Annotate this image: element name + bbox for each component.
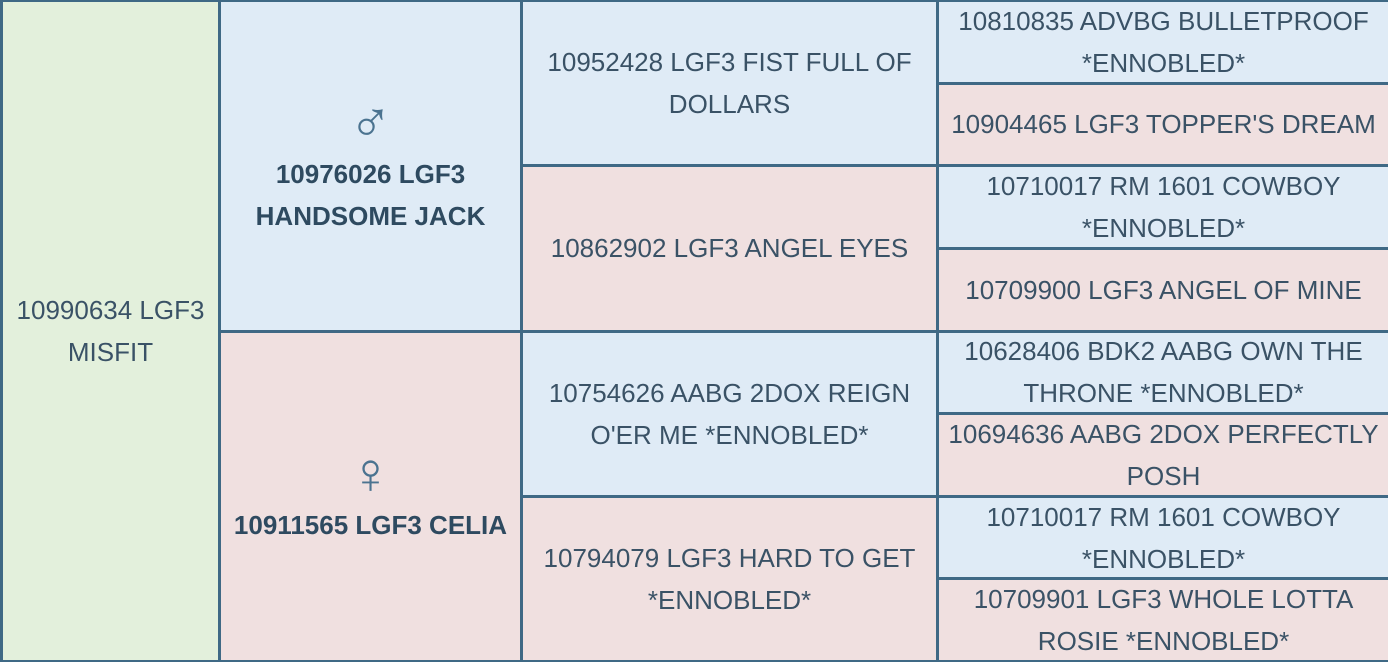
dam-cell: ♀ 10911565 LGF3 CELIA bbox=[221, 332, 520, 660]
grandparent-dam-sire: 10754626 AABG 2DOX REIGN O'ER ME *ENNOBL… bbox=[523, 332, 936, 495]
grandparent-name: 10794079 LGF3 HARD TO GET *ENNOBLED* bbox=[543, 542, 916, 615]
great-grandparent-name: 10694636 AABG 2DOX PERFECTLY POSH bbox=[948, 418, 1379, 491]
great-grandparent-cell: 10694636 AABG 2DOX PERFECTLY POSH bbox=[939, 415, 1388, 495]
great-grandparent-name: 10710017 RM 1601 COWBOY *ENNOBLED* bbox=[986, 171, 1341, 244]
great-grandparent-cell: 10810835 ADVBG BULLETPROOF *ENNOBLED* bbox=[939, 2, 1388, 82]
great-grandparent-cell: 10710017 RM 1601 COWBOY *ENNOBLED* bbox=[939, 497, 1388, 578]
great-grandparent-cell: 10710017 RM 1601 COWBOY *ENNOBLED* bbox=[939, 167, 1388, 247]
grandparent-dam-dam: 10794079 LGF3 HARD TO GET *ENNOBLED* bbox=[523, 497, 936, 660]
great-grandparent-name: 10710017 RM 1601 COWBOY *ENNOBLED* bbox=[986, 501, 1341, 574]
great-grandparent-name: 10628406 BDK2 AABG OWN THE THRONE *ENNOB… bbox=[964, 336, 1363, 409]
dam-name: 10911565 LGF3 CELIA bbox=[233, 510, 508, 541]
sire-name: 10976026 LGF3 HANDSOME JACK bbox=[255, 158, 486, 231]
grandparent-name: 10952428 LGF3 FIST FULL OF DOLLARS bbox=[547, 47, 912, 120]
grandparent-name: 10862902 LGF3 ANGEL EYES bbox=[550, 233, 909, 264]
great-grandparent-name: 10709901 LGF3 WHOLE LOTTA ROSIE *ENNOBLE… bbox=[973, 584, 1354, 657]
male-icon: ♂ bbox=[348, 89, 393, 155]
grandparent-name: 10754626 AABG 2DOX REIGN O'ER ME *ENNOBL… bbox=[548, 377, 911, 450]
great-grandparent-cell: 10904465 LGF3 TOPPER'S DREAM bbox=[939, 84, 1388, 165]
grandparent-sire-sire: 10952428 LGF3 FIST FULL OF DOLLARS bbox=[523, 2, 936, 165]
female-icon: ♀ bbox=[348, 441, 393, 507]
great-grandparent-name: 10904465 LGF3 TOPPER'S DREAM bbox=[951, 109, 1376, 140]
sire-cell: ♂ 10976026 LGF3 HANDSOME JACK bbox=[221, 2, 520, 330]
great-grandparent-name: 10709900 LGF3 ANGEL OF MINE bbox=[965, 274, 1362, 305]
subject-cell: 10990634 LGF3 MISFIT bbox=[3, 2, 218, 660]
great-grandparent-cell: 10709901 LGF3 WHOLE LOTTA ROSIE *ENNOBLE… bbox=[939, 580, 1388, 660]
subject-name: 10990634 LGF3 MISFIT bbox=[16, 295, 205, 367]
grandparent-sire-dam: 10862902 LGF3 ANGEL EYES bbox=[523, 167, 936, 330]
great-grandparent-name: 10810835 ADVBG BULLETPROOF *ENNOBLED* bbox=[958, 5, 1369, 78]
great-grandparent-cell: 10628406 BDK2 AABG OWN THE THRONE *ENNOB… bbox=[939, 332, 1388, 413]
great-grandparent-cell: 10709900 LGF3 ANGEL OF MINE bbox=[939, 249, 1388, 330]
